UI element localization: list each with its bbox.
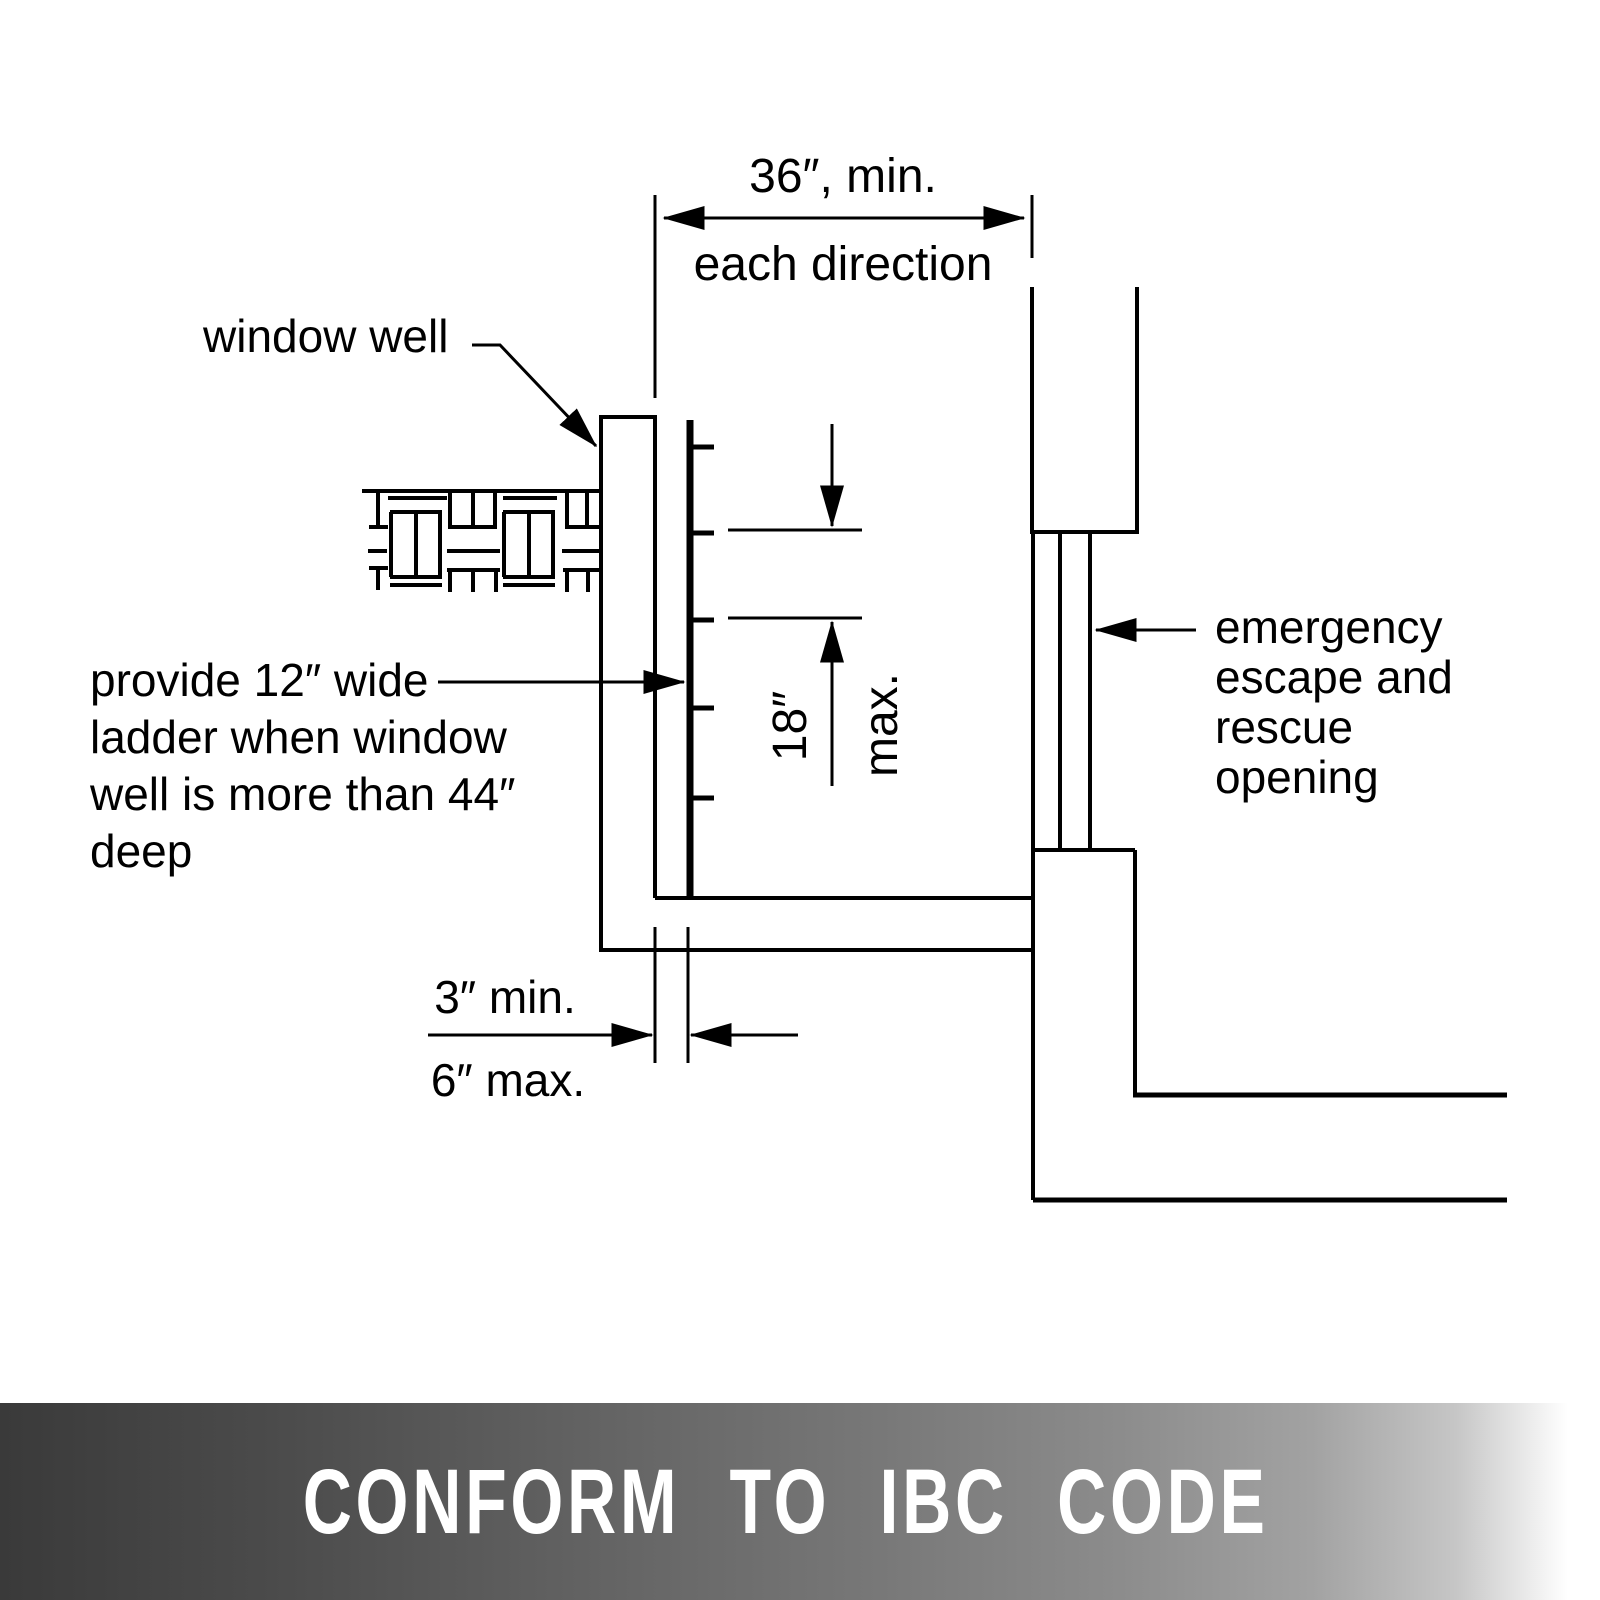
offset-min-label: 3″ min. (434, 971, 576, 1023)
window-well-callout: window well (202, 310, 598, 448)
rung-spacing-dimension: 18″ max. (728, 424, 908, 786)
earth-hatch (362, 489, 601, 592)
banner-text: CONFORM TO IBC CODE (303, 1450, 1269, 1553)
ladder-note: provide 12″ wide ladder when window well… (89, 654, 686, 877)
dimension-36-label: 36″, min. (749, 150, 937, 203)
emergency-label-line-3: rescue (1215, 701, 1353, 753)
emergency-label-line-2: escape and (1215, 651, 1453, 703)
rung-spacing-qualifier: max. (855, 673, 908, 777)
ladder-note-line-1: provide 12″ wide (90, 654, 429, 706)
top-dimension: 36″, min. each direction (653, 150, 1034, 398)
dimension-36-note: each direction (694, 238, 993, 291)
leader-arrow (472, 343, 598, 448)
rung-spacing-value: 18″ (764, 691, 817, 761)
ladder (686, 420, 714, 898)
house-wall-and-window (1030, 287, 1507, 1203)
emergency-label-line-1: emergency (1215, 601, 1443, 653)
ladder-note-line-2: ladder when window (90, 711, 508, 763)
ibc-banner: CONFORM TO IBC CODE (0, 1403, 1600, 1600)
ladder-note-line-4: deep (90, 825, 192, 877)
offset-dimension: 3″ min. 6″ max. (428, 927, 798, 1106)
emergency-callout: emergency escape and rescue opening (1094, 601, 1453, 803)
offset-max-label: 6″ max. (431, 1054, 585, 1106)
window-well-label: window well (202, 310, 448, 362)
ladder-note-line-3: well is more than 44″ (89, 768, 515, 820)
emergency-label-line-4: opening (1215, 751, 1379, 803)
